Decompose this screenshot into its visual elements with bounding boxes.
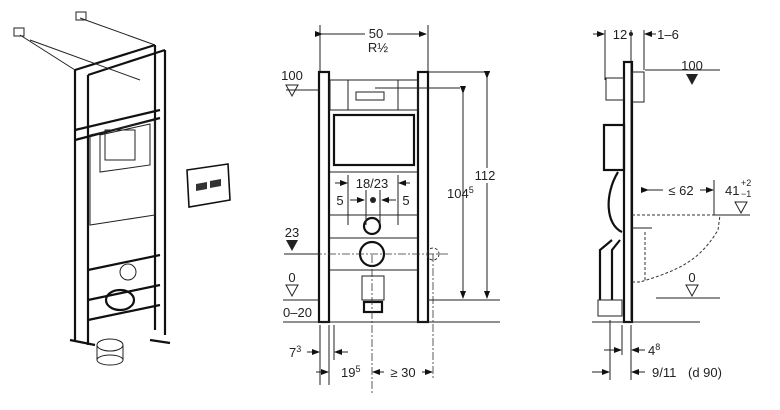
connection-label: R½ (368, 40, 388, 55)
side-view: 12 1–6 100 ≤ 62 41+2−1 0 48 9/11 (d 90) (592, 27, 751, 380)
anchor-bracket (13, 27, 25, 37)
pipe-diameter-label: (d 90) (688, 365, 722, 380)
front-view: 50 R½ 100 112 1045 18/23 5 5 23 0 0–20 7… (281, 25, 500, 395)
height-112-label: 112 (475, 168, 496, 183)
level-100-label: 100 (681, 58, 703, 73)
label-mask (365, 26, 387, 41)
flush-plate (186, 163, 231, 208)
seat-height-label: 41+2−1 (725, 178, 751, 199)
dim-1-6-label: 1–6 (657, 27, 679, 42)
max-62-label: ≤ 62 (668, 183, 693, 198)
level-100-label: 100 (281, 68, 303, 83)
dim-19-label: 195 (341, 364, 360, 380)
dim-4-label: 48 (648, 342, 660, 358)
level-23-label: 23 (285, 225, 299, 240)
level-0-label: 0 (288, 270, 295, 285)
label-mask (474, 168, 498, 183)
height-104-label: 1045 (447, 185, 474, 201)
offset-right-label: 5 (402, 193, 409, 208)
width-label: 50 (369, 26, 383, 41)
dim-7-label: 73 (289, 344, 301, 360)
floor-range-label: 0–20 (283, 305, 312, 320)
isometric-frame-illustration (13, 11, 171, 366)
dim-12-label: 12 (613, 27, 627, 42)
offset-left-label: 5 (336, 193, 343, 208)
level-0-label: 0 (688, 270, 695, 285)
anchor-bracket (75, 11, 87, 21)
spacing-label: 18/23 (356, 176, 389, 191)
dim-min-30-label: ≥ 30 (390, 365, 415, 380)
dim-9-11-label: 9/11 (652, 365, 676, 380)
